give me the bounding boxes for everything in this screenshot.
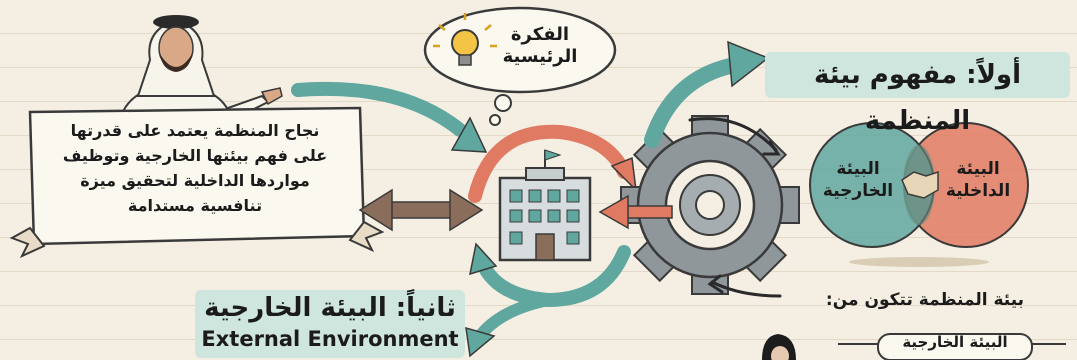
main-statement: نجاح المنظمة يعتمد على قدرتها على فهم بي… [34,118,356,218]
section2-title-ar: ثانياً: البيئة الخارجية [204,293,456,323]
double-arrow [358,188,484,232]
idea-line-2: الرئيسية [502,46,578,67]
section2-title-en: External Environment [201,327,459,351]
cycle-arrows [465,124,638,358]
external-environment-label: البيئة الخارجية [902,333,1008,351]
venn-external-label: البيئة الخارجية [818,158,898,202]
venn-internal-line-2: الداخلية [945,181,1011,201]
statement-line-4: تنافسية مستدامة [127,196,263,215]
building-icon [498,149,592,262]
venn-diagram [809,122,1029,248]
statement-line-3: مواردها الداخلية لتحقيق ميزة [80,171,310,190]
lightbulb-icon [433,13,497,66]
section2-highlight [195,290,465,358]
venn-external-line-2: الخارجية [822,181,894,201]
venn-shadow [849,257,989,267]
presenter-to-center-arrow [291,81,488,153]
statement-line-2: على فهم بيئتها الخارجية وتوظيف [62,146,328,165]
gear-to-building-arrow [598,194,673,230]
statement-line-1: نجاح المنظمة يعتمد على قدرتها [70,121,320,140]
section1-title: أولاً: مفهوم بيئة المنظمة [765,52,1070,136]
venn-internal-label: البيئة الداخلية [938,158,1018,202]
composition-text: بيئة المنظمة تتكون من: [825,290,1025,310]
venn-internal-line-1: البيئة [956,159,1000,179]
venn-external-line-1: البيئة [836,159,880,179]
idea-bubble-text: الفكرة الرئيسية [480,24,600,68]
gear-icon [620,115,800,295]
thin-arrows [688,117,782,298]
thought-bubble [423,6,617,126]
gear-to-concept-arrow [644,40,770,148]
idea-line-1: الفكرة [510,24,570,45]
person-icon [762,334,796,360]
external-environment-tag [838,333,1066,360]
statement-banner [9,106,385,259]
handshake-icon [901,170,939,199]
